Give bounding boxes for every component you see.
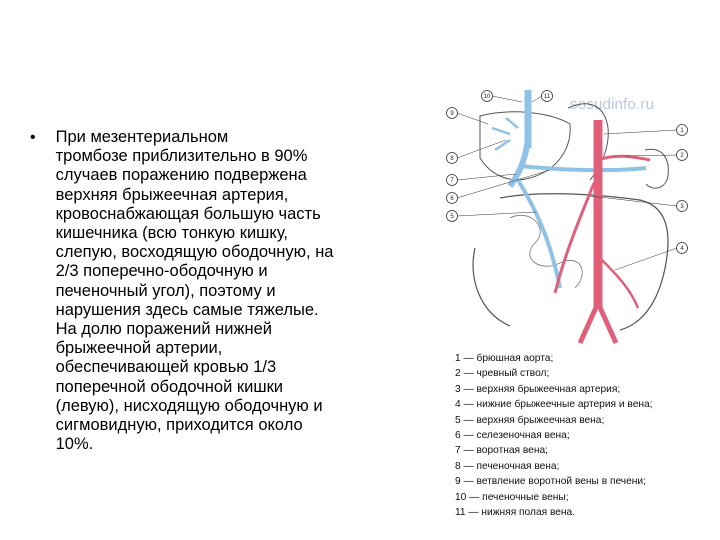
svg-text:10: 10: [484, 94, 491, 100]
callout-11: 11: [531, 90, 553, 103]
celiac-trunk: [597, 154, 651, 162]
bullet-marker: •: [30, 129, 36, 146]
callout-10: 10: [481, 90, 523, 103]
legend-item: 1 — брюшная аорта;: [455, 353, 554, 364]
callout-3: 3: [589, 195, 688, 212]
legend-item: 4 — нижние брыжеечные артерия и вена;: [455, 399, 653, 411]
anatomy-figure: 10 11 9 1 2 8 7 6 3: [446, 90, 688, 345]
figure-legend: 1 — брюшная аорта; 2 — чревный ствол; 3 …: [455, 351, 715, 520]
hepatic-vein-branches: [491, 117, 519, 152]
colon-shape: [472, 193, 669, 331]
watermark: sosudinfo.ru: [570, 96, 655, 113]
svg-text:7: 7: [450, 178, 454, 184]
svg-text:9: 9: [450, 111, 454, 117]
callout-4: 4: [614, 242, 688, 271]
svg-text:11: 11: [544, 94, 551, 100]
legend-item: 7 — воротная вена;: [455, 445, 548, 457]
callout-5: 5: [446, 210, 537, 222]
legend-item: 8 — печеночная вена;: [455, 460, 560, 472]
iliac-branches: [577, 301, 619, 345]
inferior-mesenteric-artery: [599, 257, 640, 309]
callout-6: 6: [446, 169, 551, 204]
svg-text:2: 2: [680, 153, 684, 159]
legend-item: 11 — нижняя полая вена.: [455, 507, 576, 519]
callout-2: 2: [624, 149, 688, 161]
splenic-vein: [519, 164, 647, 173]
small-intestine-shape: [509, 214, 583, 289]
legend-item: 2 — чревный ствол;: [455, 368, 550, 380]
superior-mesenteric-vein: [516, 178, 562, 289]
svg-text:1: 1: [680, 128, 684, 134]
legend-item: 3 — верхняя брыжеечная артерия;: [455, 383, 621, 395]
svg-text:8: 8: [450, 156, 454, 162]
legend-item: 6 — селезеночная вена;: [455, 430, 570, 442]
svg-text:3: 3: [680, 204, 684, 210]
callout-1: 1: [603, 124, 688, 136]
callout-8: 8: [446, 139, 507, 164]
spleen-shape: [644, 148, 669, 189]
legend-item: 9 — ветвление воротной вены в печени;: [455, 476, 646, 488]
callout-9: 9: [446, 107, 489, 125]
bullet-point: • При мезентериальном тромбозе приблизит…: [30, 128, 410, 454]
superior-mesenteric-artery: [553, 182, 596, 294]
callout-7: 7: [446, 173, 517, 186]
legend-item: 10 — печеночные вены;: [455, 491, 569, 503]
svg-text:6: 6: [450, 196, 454, 202]
legend-item: 5 — верхняя брыжеечная вена;: [455, 414, 605, 426]
svg-text:5: 5: [450, 214, 454, 220]
svg-text:4: 4: [680, 246, 684, 252]
bullet-text: При мезентериальном тромбозе приблизител…: [55, 128, 334, 454]
